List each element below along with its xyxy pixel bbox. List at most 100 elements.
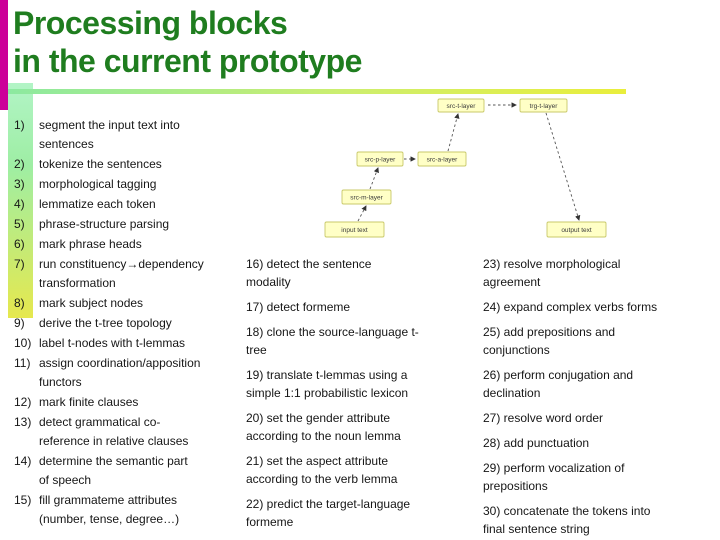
list-item-29: 29) perform vocalization of prepositions bbox=[483, 459, 720, 495]
title-line-1: Processing blocks bbox=[13, 5, 288, 41]
item-text: declination bbox=[483, 386, 541, 400]
list-item-23: 23) resolve morphological agreement bbox=[483, 255, 720, 291]
list-item-22: 22) predict the target-language formeme bbox=[246, 495, 478, 531]
item-number: 4) bbox=[14, 197, 25, 211]
item-number-and-text: 20) set the gender attribute bbox=[246, 411, 391, 425]
item-text: fill grammateme attributes(number, tense… bbox=[39, 493, 180, 526]
diagram-label-src-t-layer: src-t-layer bbox=[447, 103, 477, 110]
list-item-27: 27) resolve word order bbox=[483, 409, 720, 427]
item-number-and-text: 28) add punctuation bbox=[483, 436, 590, 450]
item-text: agreement bbox=[483, 275, 541, 289]
item-number-and-text: 17) detect formeme bbox=[246, 300, 351, 314]
item-text: morphological tagging bbox=[39, 177, 157, 191]
list-item-26: 26) perform conjugation and declination bbox=[483, 366, 720, 402]
diagram-box-src-a-layer bbox=[417, 151, 467, 167]
diagram-arrows bbox=[357, 102, 581, 222]
item-text: formeme bbox=[246, 515, 294, 529]
item-text: derive the t-tree topology bbox=[39, 316, 172, 330]
vertical-gradient-bar bbox=[8, 83, 33, 318]
list-item-10: 10) label t-nodes with t-lemmas bbox=[14, 334, 240, 353]
list-item-3: 3) morphological tagging bbox=[14, 175, 240, 194]
diagram-box-trg-t-layer bbox=[519, 98, 568, 113]
list-item-24: 24) expand complex verbs forms bbox=[483, 298, 720, 316]
item-text: mark finite clauses bbox=[39, 395, 139, 409]
title-line-2: in the current prototype bbox=[13, 43, 362, 79]
item-number: 1) bbox=[14, 118, 25, 132]
list-item-19: 19) translate t-lemmas using a simple 1:1… bbox=[246, 366, 478, 402]
item-text: detect grammatical co-reference in relat… bbox=[39, 415, 189, 448]
item-number: 6) bbox=[14, 237, 25, 251]
item-number: 13) bbox=[14, 415, 32, 429]
item-text: according to the verb lemma bbox=[246, 472, 398, 486]
item-number-and-text: 21) set the aspect attribute bbox=[246, 454, 389, 468]
item-number-and-text: 24) expand complex verbs forms bbox=[483, 300, 658, 314]
diagram-box-src-m-layer bbox=[341, 189, 392, 205]
list-item-4: 4)lemmatize each token bbox=[14, 195, 240, 214]
item-number: 12) bbox=[14, 395, 32, 409]
list-item-16: 16) detect the sentence modality bbox=[246, 255, 478, 291]
list-item-13: 13) detect grammatical co-reference in re… bbox=[14, 413, 240, 451]
list-item-20: 20) set the gender attribute according to… bbox=[246, 409, 478, 445]
item-text: modality bbox=[246, 275, 291, 289]
item-text: label t-nodes with t-lemmas bbox=[39, 336, 186, 350]
list-item-12: 12) mark finite clauses bbox=[14, 393, 240, 412]
diagram-box-src-t-layer bbox=[437, 98, 485, 113]
item-text: according to the noun lemma bbox=[246, 429, 401, 443]
item-text: final sentence string bbox=[483, 522, 590, 536]
item-number: 3) bbox=[14, 177, 25, 191]
item-text: tree bbox=[246, 343, 267, 357]
item-number-and-text: 27) resolve word order bbox=[483, 411, 604, 425]
item-number: 15) bbox=[14, 493, 32, 507]
item-number: 7) bbox=[14, 257, 25, 271]
list-item-15: 15) fill grammateme attributes(number, te… bbox=[14, 491, 240, 529]
item-text: mark phrase heads bbox=[39, 237, 142, 251]
item-text: simple 1:1 probabilistic lexicon bbox=[246, 386, 409, 400]
item-number: 14) bbox=[14, 454, 32, 468]
item-number-and-text: 23) resolve morphological bbox=[483, 257, 621, 271]
steps-column-middle: 16) detect the sentence modality 17) detec… bbox=[246, 255, 478, 538]
diagram-label-src-a-layer: src-a-layer bbox=[427, 156, 459, 163]
item-number-and-text: 22) predict the target-language bbox=[246, 497, 411, 511]
list-item-5: 5) phrase-structure parsing bbox=[14, 215, 240, 234]
arrow-trg-to-output bbox=[545, 112, 581, 221]
diagram-label-input-text: input text bbox=[341, 227, 368, 234]
title-underline-rule bbox=[8, 89, 626, 94]
item-number-and-text: 29) perform vocalization of bbox=[483, 461, 625, 475]
item-text: phrase-structure parsing bbox=[39, 217, 170, 231]
list-item-9: 9) derive the t-tree topology bbox=[14, 314, 240, 333]
item-number-and-text: 26) perform conjugation and bbox=[483, 368, 634, 382]
magenta-accent-bar bbox=[0, 0, 8, 110]
diagram-box-output-text bbox=[546, 221, 607, 238]
diagram-label-src-m-layer: src-m-layer bbox=[350, 194, 383, 201]
item-text: mark subject nodes bbox=[39, 296, 144, 310]
item-number: 5) bbox=[14, 217, 25, 231]
arrow-m-to-p bbox=[369, 167, 379, 190]
arrow-input-to-m bbox=[357, 205, 367, 222]
item-number: 10) bbox=[14, 336, 32, 350]
item-number-and-text: 19) translate t-lemmas using a bbox=[246, 368, 408, 382]
page-title: Processing blocks in the current prototy… bbox=[13, 4, 362, 80]
steps-column-right: 23) resolve morphological agreement 24) ex… bbox=[483, 255, 720, 540]
list-item-6: 6) mark phrase heads bbox=[14, 235, 240, 254]
item-text: conjunctions bbox=[483, 343, 550, 357]
item-number-and-text: 16) detect the sentence bbox=[246, 257, 372, 271]
list-item-30: 30) concatenate the tokens into final sen… bbox=[483, 502, 720, 538]
arrow-a-to-t bbox=[447, 113, 460, 152]
item-text: prepositions bbox=[483, 479, 548, 493]
diagram-label-src-p-layer: src-p-layer bbox=[365, 156, 397, 163]
item-number-and-text: 30) concatenate the tokens into bbox=[483, 504, 651, 518]
item-number: 2) bbox=[14, 157, 25, 171]
list-item-2: 2)tokenize the sentences bbox=[14, 155, 240, 174]
list-item-21: 21) set the aspect attribute according to… bbox=[246, 452, 478, 488]
item-number: 8) bbox=[14, 296, 25, 310]
item-number: 9) bbox=[14, 316, 25, 330]
list-item-8: 8) mark subject nodes bbox=[14, 294, 240, 313]
diagram-label-output-text: output text bbox=[561, 227, 592, 234]
